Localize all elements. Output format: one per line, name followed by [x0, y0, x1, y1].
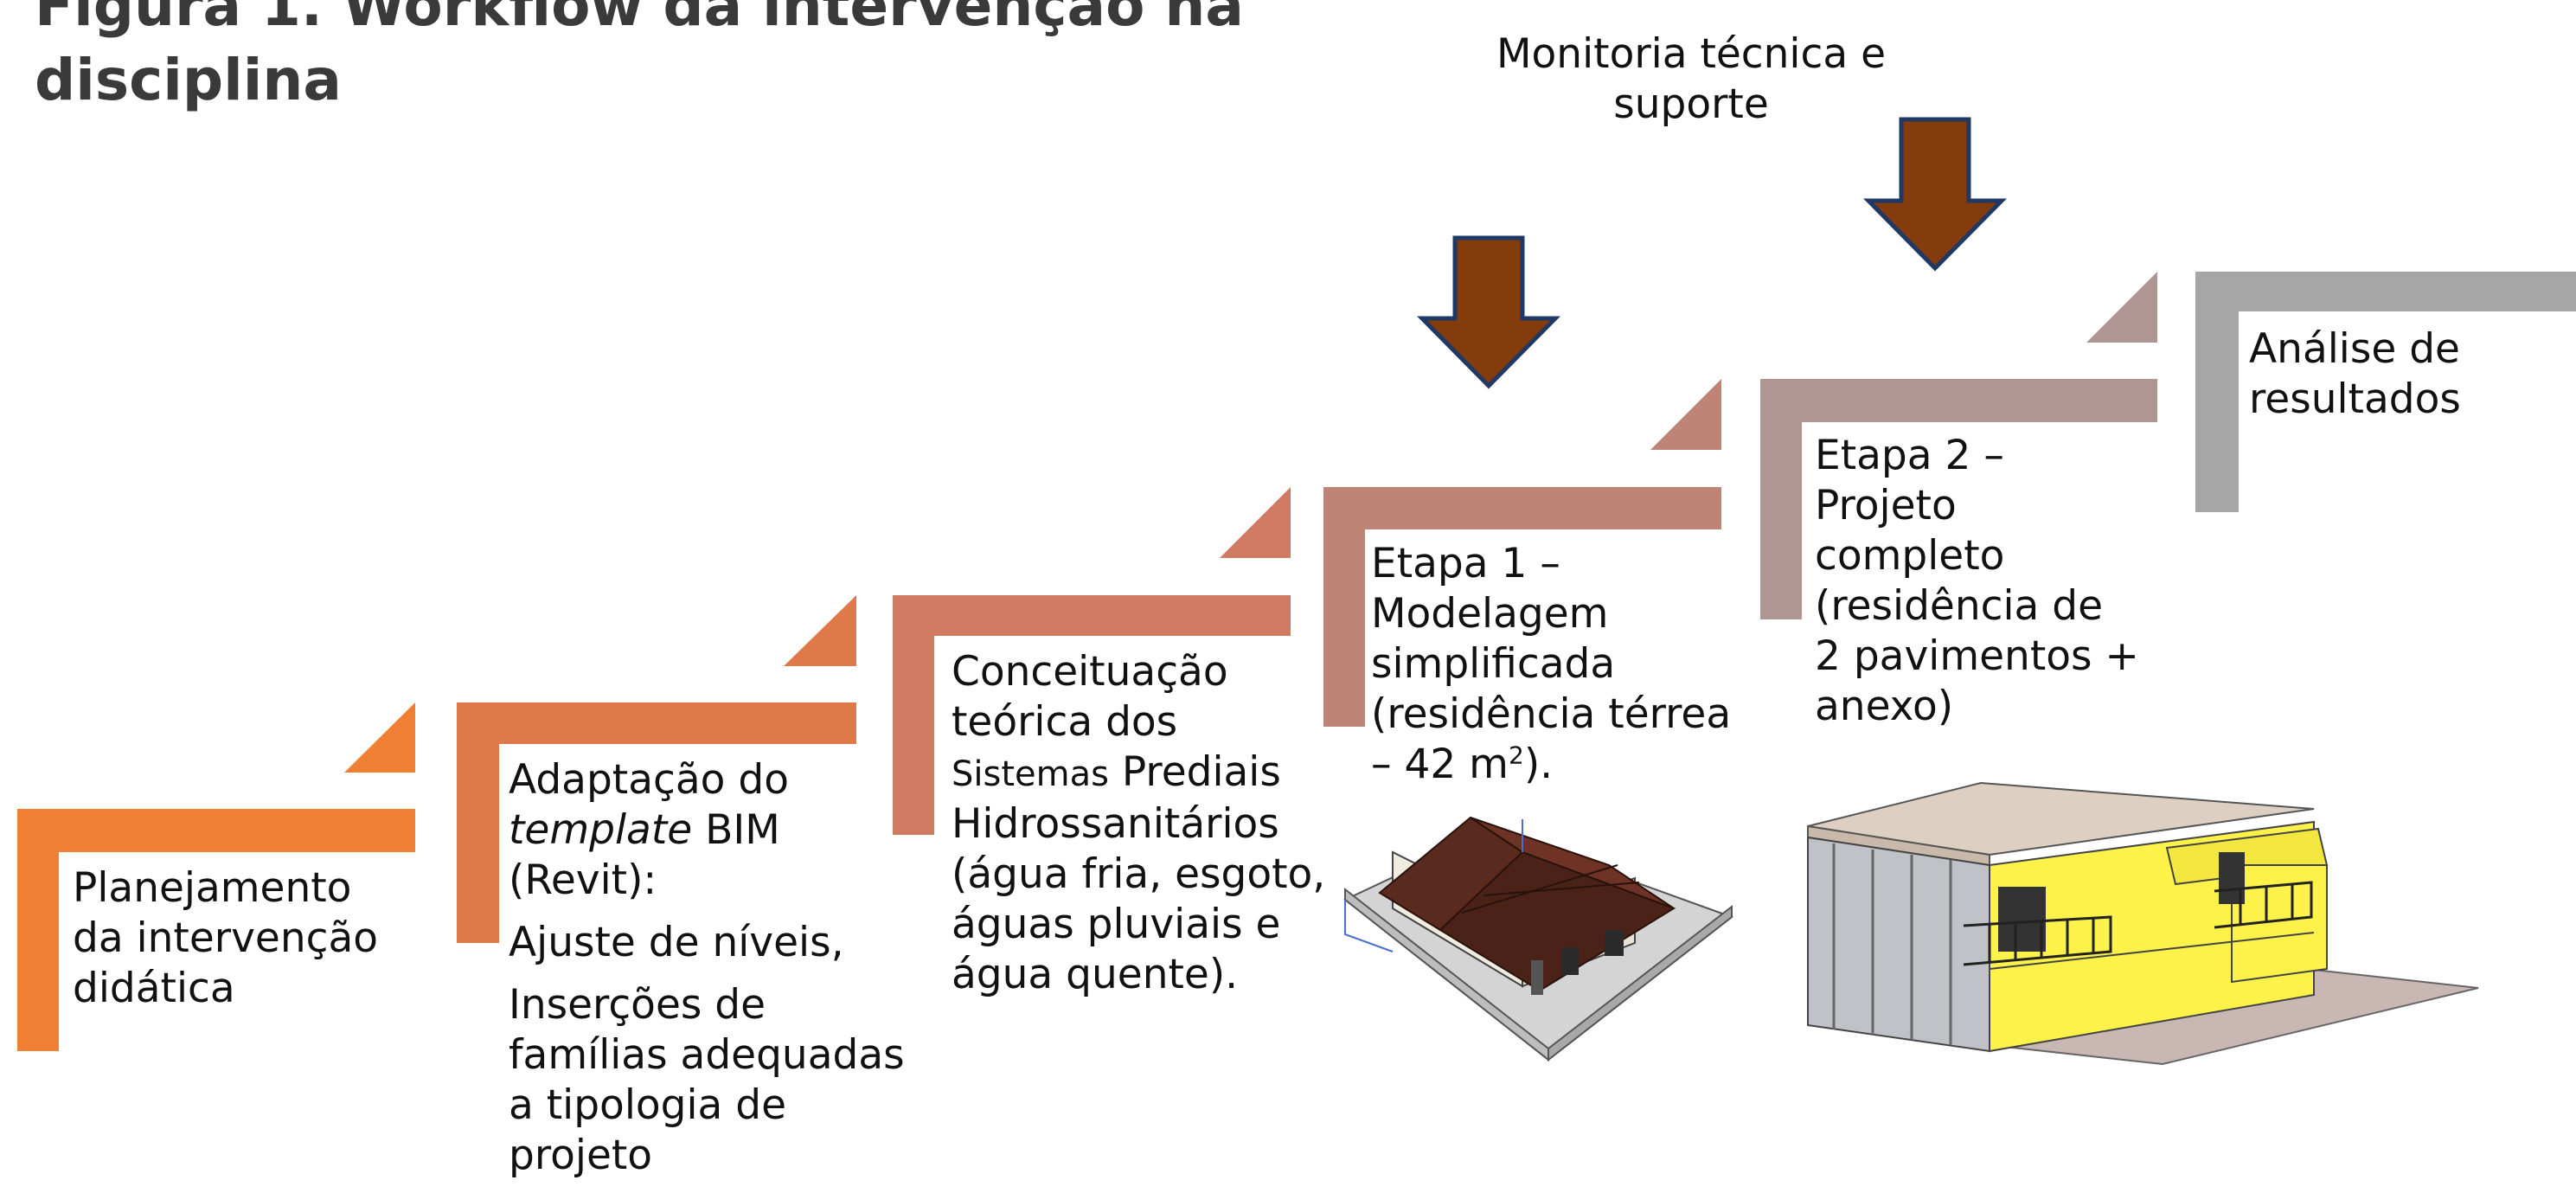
step-4-text: Etapa 1 – Modelagem simplificada (residê… — [1371, 539, 1769, 790]
step-2-line-3: (Revit): — [509, 856, 657, 904]
step-3-text: Conceituação teórica dos Sistemas Predia… — [952, 647, 1384, 1000]
step-3-bracket — [893, 595, 1291, 835]
step-2-line-2-rest: BIM — [692, 806, 780, 854]
step-3-line-1: Conceituação — [952, 648, 1228, 696]
step-3-line-3-rest: Prediais — [1108, 748, 1281, 796]
step-3-triangle — [1220, 487, 1291, 558]
step-1-bracket — [17, 809, 415, 1051]
step-6-bracket — [2195, 272, 2576, 512]
step-1-triangle — [344, 702, 415, 773]
step-6-text: Análise de resultados — [2249, 324, 2560, 425]
step-2-triangle — [784, 595, 856, 666]
single-storey-house-illustration — [1343, 816, 1734, 1062]
step-2-shape — [457, 595, 856, 943]
step-4-triangle — [1650, 379, 1721, 450]
step-5-bracket — [1760, 379, 2157, 619]
step-6-shape — [2195, 272, 2576, 512]
step-1-line-3: didática — [73, 965, 235, 1012]
step-4-bracket — [1323, 487, 1721, 727]
step-3-line-5: (água fria, esgoto, — [952, 850, 1326, 898]
step-3-line-6: águas pluviais e — [952, 901, 1281, 948]
down-arrow-1-icon — [1417, 235, 1560, 389]
step-3-shape — [893, 487, 1291, 835]
step-6-line-1: Análise de — [2249, 325, 2460, 373]
step-4-line-4: (residência térrea — [1371, 690, 1732, 738]
support-label-line-1: Monitoria técnica e — [1496, 30, 1886, 78]
step-2-item-2-line-4: projeto — [509, 1132, 653, 1179]
figure-title: Figura 1. Workflow da intervenção na dis… — [35, 0, 1332, 118]
step-2-item-2-line-2: famílias adequadas — [509, 1031, 905, 1079]
step-3-line-7: água quente). — [952, 951, 1239, 998]
step-4-area-text: – 42 m — [1371, 741, 1509, 788]
step-2-line-2: template BIM — [509, 805, 941, 856]
figure-title-line-1: Figura 1. Workflow da intervenção na — [35, 0, 1244, 39]
step-2-item-2-line-3: a tipologia de — [509, 1081, 787, 1129]
step-4-line-2: Modelagem — [1371, 590, 1609, 638]
step-4-line-5-end: ). — [1523, 741, 1554, 788]
step-4-line-3: simplificada — [1371, 640, 1616, 688]
step-1-line-1: Planejamento — [73, 864, 352, 912]
step-5-triangle — [2086, 272, 2157, 343]
step-2-item-2-line-1: Inserções de — [509, 981, 766, 1029]
step-1-shape — [17, 702, 415, 1051]
step-4-shape — [1323, 379, 1721, 727]
step-4-line-1: Etapa 1 – — [1371, 540, 1560, 587]
step-5-line-3: completo — [1815, 532, 2005, 580]
step-5-line-4: (residência de — [1815, 582, 2104, 630]
step-2-text: Adaptação do template BIM (Revit): Ajust… — [509, 755, 941, 1181]
step-3-line-3-small: Sistemas — [952, 754, 1109, 794]
step-5-line-6: anexo) — [1815, 683, 1954, 730]
support-label-line-2: suporte — [1613, 80, 1769, 128]
down-arrow-2-icon — [1863, 117, 2007, 272]
step-5-line-5: 2 pavimentos + — [1815, 632, 2139, 680]
step-2-bracket — [457, 702, 856, 943]
step-3-line-2: teórica dos — [952, 698, 1178, 746]
step-5-text: Etapa 2 – Projeto completo (residência d… — [1815, 431, 2178, 732]
step-5-line-1: Etapa 2 – — [1815, 432, 2004, 479]
step-3-line-3: Sistemas Prediais — [952, 747, 1384, 799]
step-2-template-word: template — [509, 806, 693, 854]
step-2-line-1: Adaptação do — [509, 756, 789, 804]
step-2-item-1: Ajuste de níveis, — [509, 919, 844, 966]
step-4-line-5: – 42 m2). — [1371, 740, 1769, 790]
figure-title-line-2: disciplina — [35, 47, 342, 113]
two-storey-house-illustration — [1807, 781, 2479, 1066]
step-1-line-2: da intervenção — [73, 914, 379, 962]
step-4-area-superscript: 2 — [1508, 741, 1524, 770]
step-1-text: Planejamento da intervenção didática — [73, 863, 436, 1014]
step-3-line-4: Hidrossanitários — [952, 800, 1279, 848]
step-5-line-2: Projeto — [1815, 482, 1957, 529]
step-6-line-2: resultados — [2249, 375, 2461, 423]
step-5-shape — [1760, 272, 2157, 619]
support-label: Monitoria técnica e suporte — [1475, 29, 1907, 130]
